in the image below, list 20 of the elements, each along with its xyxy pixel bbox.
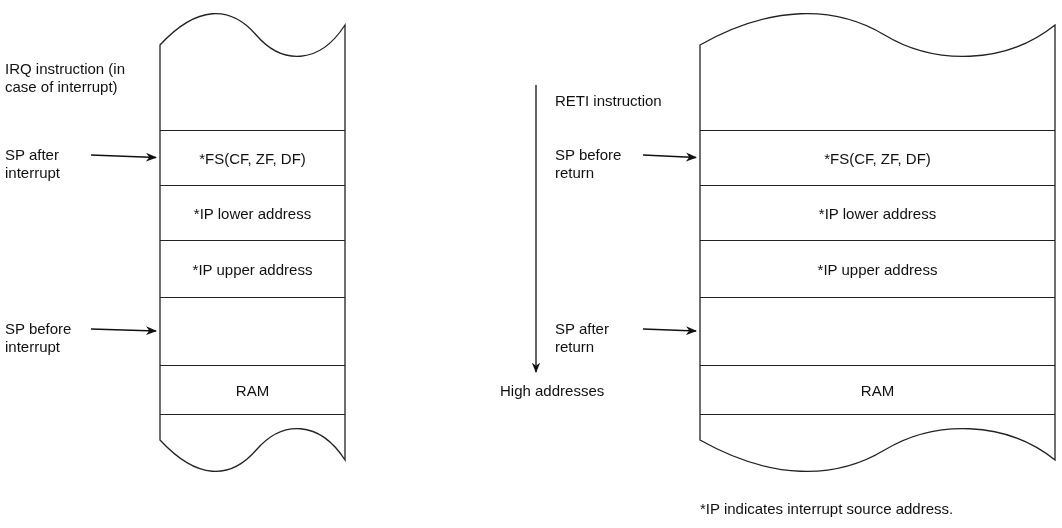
stack-cell: *FS(CF, ZF, DF) xyxy=(700,130,1055,185)
stack-pointer-label: SP after return xyxy=(555,320,635,356)
arrow xyxy=(642,326,698,336)
stack-cell: RAM xyxy=(700,365,1055,415)
text-label: RETI instruction xyxy=(555,92,663,110)
stack-pointer-label: SP before interrupt xyxy=(5,320,83,356)
stack-pointer-label: SP after interrupt xyxy=(5,146,83,182)
text-label: *IP indicates interrupt source address. xyxy=(700,500,955,518)
stack-cell: *FS(CF, ZF, DF) xyxy=(160,130,345,185)
stack-cell: *IP upper address xyxy=(700,240,1055,297)
stack-cell: RAM xyxy=(160,365,345,415)
arrow xyxy=(642,152,698,162)
arrow xyxy=(90,326,158,336)
text-label: High addresses xyxy=(500,382,606,400)
text-label: IRQ instruction (in case of interrupt) xyxy=(5,60,127,96)
stack-cell: *IP lower address xyxy=(160,185,345,240)
stack-pointer-label: SP before return xyxy=(555,146,635,182)
arrow xyxy=(90,152,158,162)
stack-cell: *IP lower address xyxy=(700,185,1055,240)
stack-cell: *IP upper address xyxy=(160,240,345,297)
